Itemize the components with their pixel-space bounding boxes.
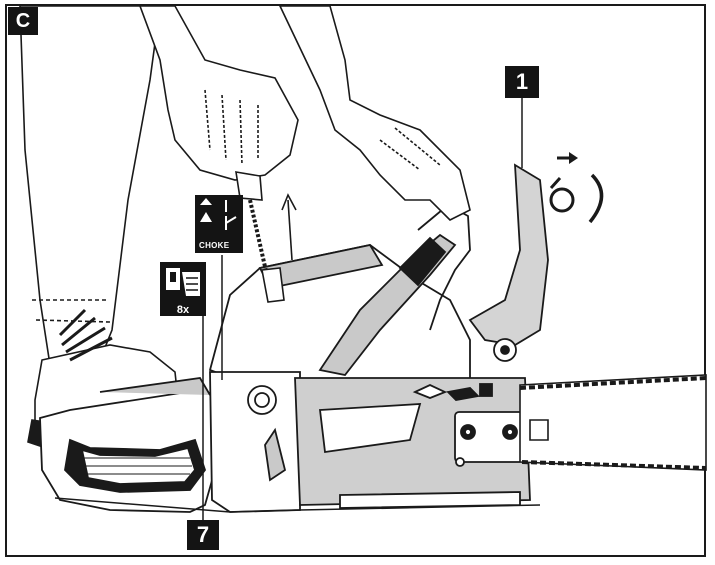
side-cover <box>294 377 531 509</box>
choke-label: CHOKE <box>199 241 230 250</box>
rear-handle <box>39 377 216 513</box>
callout-number-7: 7 <box>187 520 219 550</box>
guide-bar <box>519 374 707 471</box>
diagram-frame <box>5 4 706 557</box>
starter-rope <box>248 193 297 303</box>
right-glove <box>278 5 471 221</box>
operator-legs <box>19 5 161 366</box>
primer-bulb-icon <box>160 262 206 316</box>
callout-number-1: 1 <box>505 66 539 98</box>
choke-lever-icon <box>195 195 243 253</box>
front-handle <box>318 203 471 376</box>
primer-count-label: 8x <box>176 304 190 316</box>
base-outline <box>54 497 541 513</box>
rotation-arrow-icon <box>549 152 604 224</box>
left-glove <box>138 5 299 201</box>
chain-brake <box>468 163 549 362</box>
engine-housing <box>208 243 471 513</box>
panel-label: C <box>8 7 38 35</box>
